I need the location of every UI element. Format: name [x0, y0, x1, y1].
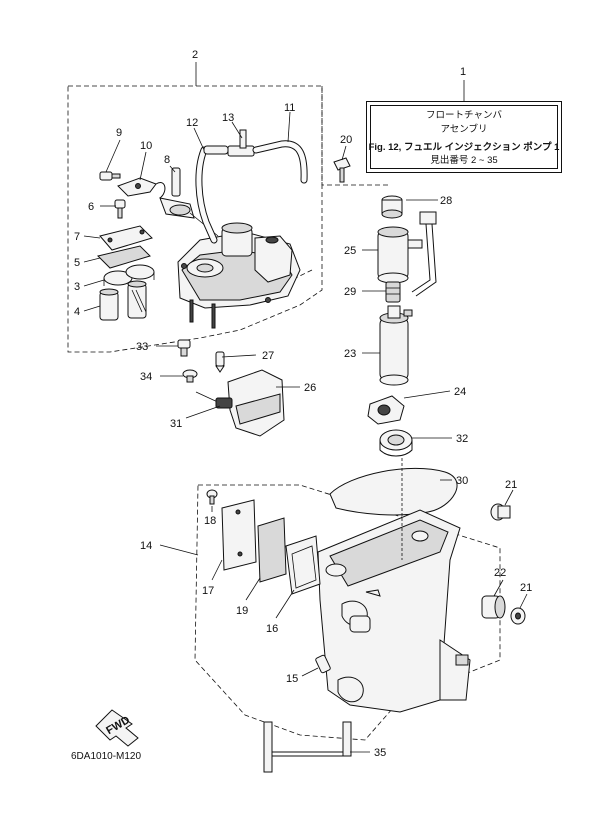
callout-28: 28	[440, 195, 452, 207]
callout-34: 34	[140, 371, 152, 383]
callout-9: 9	[116, 127, 122, 139]
part-34-screw	[182, 369, 198, 383]
part-32-holder	[379, 429, 413, 457]
callout-4: 4	[74, 306, 80, 318]
part-33-bolt	[177, 339, 191, 357]
part-22-mount	[481, 595, 506, 619]
callout-31: 31	[170, 418, 182, 430]
callout-5: 5	[74, 257, 80, 269]
part-19-gasket	[257, 517, 287, 583]
callout-11: 11	[284, 102, 295, 114]
callout-16: 16	[266, 623, 278, 635]
part-24-bracket	[367, 395, 405, 425]
part-20-screw	[333, 157, 351, 183]
callout-6: 6	[88, 201, 94, 213]
callout-27: 27	[262, 350, 274, 362]
part-6-bolt	[114, 199, 126, 219]
part-10-clamp	[117, 177, 166, 199]
callout-19: 19	[236, 605, 248, 617]
part-23-fuel-pump	[379, 305, 413, 386]
callout-7: 7	[74, 231, 80, 243]
callout-20: 20	[340, 134, 352, 146]
callout-15: 15	[286, 673, 298, 685]
part-16-oring	[285, 535, 321, 595]
part-15-drain-screw	[315, 654, 331, 674]
callout-8: 8	[164, 154, 170, 166]
title-box-inner-border	[370, 105, 558, 169]
assembly-2-outline-inner	[321, 86, 390, 186]
part-9-screw	[99, 171, 121, 181]
part-31-sensor	[195, 391, 233, 409]
callout-22: 22	[494, 567, 506, 579]
callout-13: 13	[222, 112, 234, 124]
part-17-plate	[221, 499, 257, 571]
callout-25: 25	[344, 245, 356, 257]
part-35-hose	[263, 721, 352, 773]
callout-2: 2	[192, 49, 198, 61]
callout-numbers: 1 2 9 10 8 12 13 11 6 7 5 3 4 20 28 25 2…	[74, 49, 532, 759]
part-12-hose	[195, 146, 218, 244]
part-13-joint	[203, 129, 255, 157]
callout-3: 3	[74, 281, 80, 293]
callout-21-top: 21	[505, 479, 517, 491]
callout-32: 32	[456, 433, 468, 445]
part-3-clip	[103, 264, 155, 286]
float-chamber-title-box: フロートチャンバ アセンブリ Fig. 12, フュエル インジェクション ポン…	[366, 101, 562, 173]
callout-29: 29	[344, 286, 356, 298]
part-25-holder	[377, 226, 423, 284]
figure-code: 6DA1010-M120	[71, 751, 142, 762]
callout-14: 14	[140, 540, 152, 552]
part-21-grommet-top	[490, 503, 511, 521]
callout-21-bottom: 21	[520, 582, 532, 594]
part-18-screw	[206, 489, 218, 505]
part-28-cap	[381, 195, 437, 297]
assembly-14-outline	[194, 484, 501, 741]
part-4-filter	[99, 280, 147, 321]
part-8-regulator	[159, 167, 219, 237]
fwd-arrow-icon: FWD	[95, 709, 139, 747]
callout-24: 24	[454, 386, 466, 398]
title-line-1: フロートチャンバ	[426, 110, 502, 121]
callout-33: 33	[136, 341, 148, 353]
part-5-gasket	[97, 245, 151, 269]
part-21-grommet-bottom	[510, 607, 526, 625]
part-29-filter	[385, 281, 401, 303]
part-30-gasket	[329, 467, 458, 516]
callout-35: 35	[374, 747, 386, 759]
title-line-3: Fig. 12, フュエル インジェクション ポンプ 1	[368, 142, 560, 153]
title-line-4: 見出番号 2 ~ 35	[430, 155, 498, 166]
callout-1: 1	[460, 66, 466, 78]
callout-30: 30	[456, 475, 468, 487]
title-line-2: アセンブリ	[440, 124, 488, 135]
callout-17: 17	[202, 585, 214, 597]
callout-10: 10	[140, 140, 152, 152]
leader-lines	[83, 62, 528, 753]
part-7-plate	[99, 225, 153, 251]
callout-23: 23	[344, 348, 356, 360]
part-26-cover	[227, 369, 285, 437]
callout-18: 18	[204, 515, 216, 527]
callout-26: 26	[304, 382, 316, 394]
part-11-hose	[252, 140, 308, 184]
float-chamber-housing	[317, 509, 471, 713]
callout-12: 12	[186, 117, 198, 129]
pump-cover-assembly	[177, 222, 301, 329]
part-27-plug	[215, 351, 225, 373]
